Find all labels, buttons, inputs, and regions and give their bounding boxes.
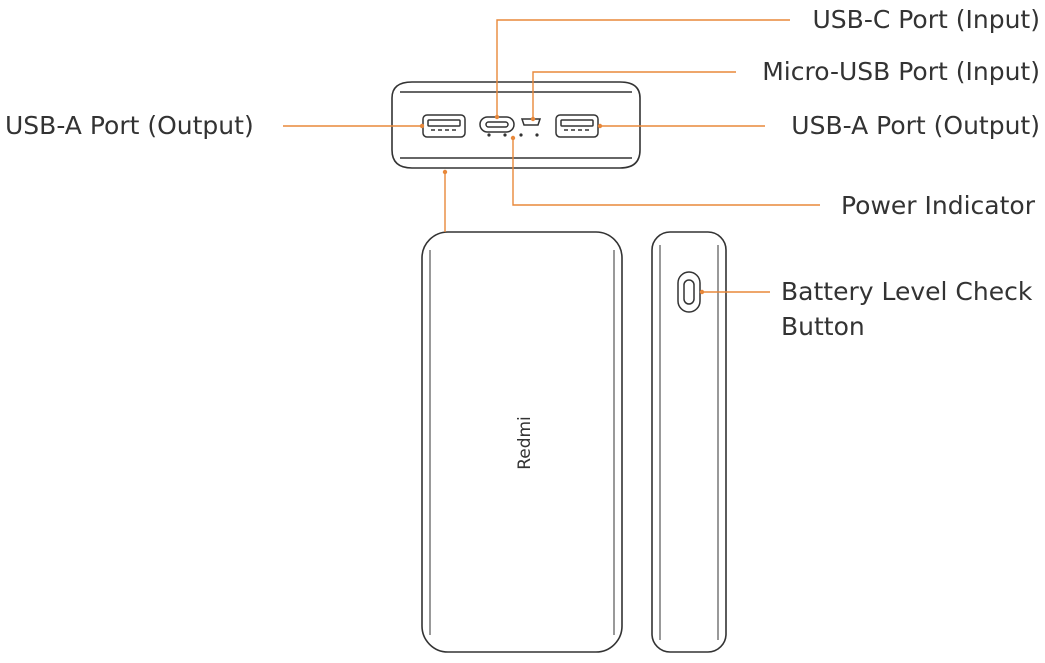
- power-bank-top-view: [391, 81, 641, 169]
- label-power-indicator: Power Indicator: [840, 191, 1035, 220]
- leader-usb-c: [496, 19, 790, 117]
- leader-power-indicator: [512, 138, 820, 206]
- battery-check-button-icon: [677, 271, 701, 313]
- label-battery-check-line1: Battery Level Check: [781, 277, 1033, 306]
- usb-c-port-icon: [479, 116, 515, 133]
- leader-micro-usb: [532, 71, 736, 119]
- usb-a-port-left-icon: [422, 114, 466, 138]
- power-indicator-leds: [487, 133, 539, 137]
- label-usb-c-port: USB-C Port (Input): [812, 5, 1041, 34]
- power-bank-front-view: [421, 231, 623, 653]
- leader-lines: [283, 19, 820, 295]
- redmi-logo: Redmi: [515, 416, 535, 470]
- label-usb-a-port-left: USB-A Port (Output): [5, 111, 254, 140]
- label-usb-a-port-right: USB-A Port (Output): [791, 111, 1040, 140]
- power-bank-side-view: [651, 231, 727, 653]
- top-view-body: [391, 81, 641, 169]
- label-micro-usb-port: Micro-USB Port (Input): [762, 57, 1040, 86]
- usb-a-port-right-icon: [555, 114, 599, 138]
- top-view-front-face: [400, 91, 632, 159]
- label-battery-check-line2: Button: [781, 312, 865, 341]
